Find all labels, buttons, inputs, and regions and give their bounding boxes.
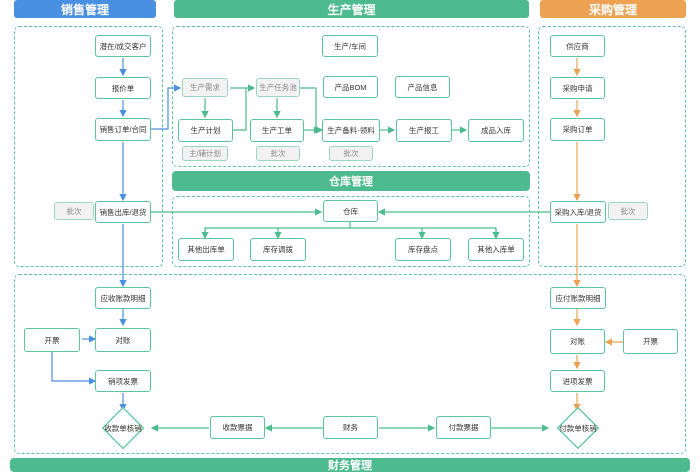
production-plan-node: 生产计划	[178, 119, 233, 142]
payable-detail-node: 应付账款明细	[550, 287, 606, 309]
purchase-inbound-node: 采购入库/退货	[550, 201, 606, 223]
other-inbound-node: 其他入库单	[468, 238, 524, 261]
finance-management-band: 财务管理	[10, 458, 690, 472]
purchase-invoicing-node: 开票	[623, 329, 678, 354]
stock-transfer-node: 库存调拨	[250, 238, 306, 261]
receivable-detail-node: 应收账款明细	[95, 287, 151, 309]
sales-invoicing-node: 开票	[24, 328, 80, 352]
production-task-pool-node: 生产任务池	[256, 78, 300, 97]
finished-goods-in-node: 成品入库	[468, 119, 524, 142]
input-invoice-node: 进项发票	[550, 370, 605, 392]
quote-node: 报价单	[95, 77, 151, 99]
other-outbound-node: 其他出库单	[178, 238, 234, 261]
sales-region	[14, 26, 163, 267]
purchase-region	[538, 26, 686, 267]
purchase-request-node: 采购申请	[550, 77, 605, 99]
finance-region	[14, 274, 686, 454]
sales-management-header: 销售管理	[14, 0, 156, 18]
sales-reconcile-node: 对账	[95, 328, 151, 352]
material-batch-node: 批次	[329, 146, 373, 161]
prospect-customer-node: 潜在/成交客户	[95, 35, 151, 57]
purchase-reconcile-node: 对账	[550, 329, 605, 354]
finance-node: 财务	[323, 416, 378, 439]
sales-invoice-node: 销项发票	[95, 370, 151, 392]
sales-order-node: 销售订单/合同	[95, 118, 151, 141]
product-bom-node: 产品BOM	[323, 76, 378, 98]
production-management-header: 生产管理	[174, 0, 529, 18]
product-info-node: 产品信息	[395, 76, 450, 98]
purchase-order-node: 采购订单	[550, 118, 605, 141]
work-order-batch-node: 批次	[256, 146, 300, 161]
stock-count-node: 库存盘点	[395, 238, 451, 261]
purchase-management-header: 采购管理	[540, 0, 686, 18]
warehouse-management-band: 仓库管理	[172, 171, 530, 191]
production-report-node: 生产报工	[396, 119, 452, 142]
receipt-writeoff-node: 收款单核销	[95, 413, 151, 443]
receipt-bill-node: 收款票据	[210, 416, 265, 439]
production-workshop-node: 生产/车间	[322, 35, 378, 57]
payment-writeoff-node: 付款单核销	[549, 413, 607, 443]
sales-outbound-node: 销售出库/退货	[95, 201, 151, 223]
payment-bill-node: 付款票据	[436, 416, 491, 439]
supplier-node: 供应商	[550, 35, 605, 57]
production-demand-node: 生产需求	[182, 78, 228, 97]
sales-batch-node: 批次	[54, 202, 94, 220]
warehouse-node: 仓库	[323, 200, 378, 222]
production-material-node: 生产备料-领料	[322, 119, 380, 142]
production-work-order-node: 生产工单	[250, 119, 304, 142]
production-region	[172, 26, 530, 167]
purchase-batch-node: 批次	[608, 202, 648, 220]
main-aux-plan-node: 主/辅计划	[182, 146, 228, 161]
warehouse-region	[172, 196, 530, 267]
